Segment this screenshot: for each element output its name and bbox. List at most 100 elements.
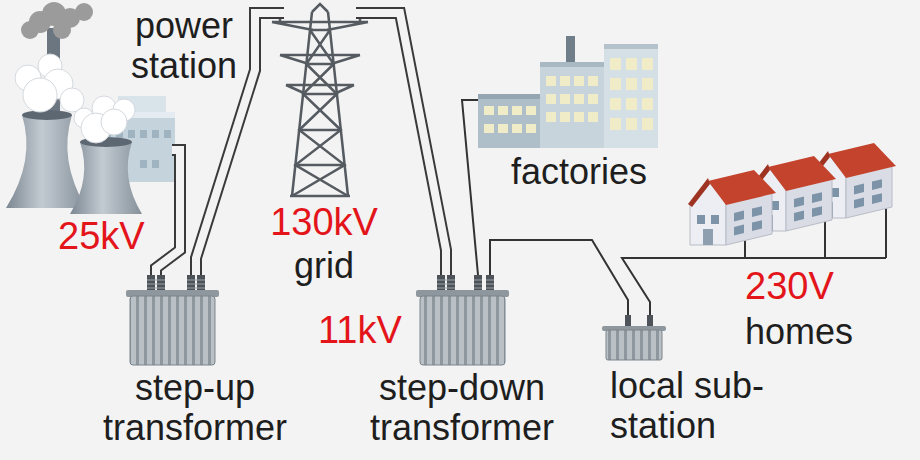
substation-picture bbox=[602, 315, 666, 360]
voltage-label: 130kV bbox=[266, 202, 382, 244]
power-station-picture-part-part bbox=[101, 109, 127, 135]
factories-picture-part bbox=[604, 44, 658, 49]
wire-line bbox=[156, 215, 180, 275]
homes-picture-part bbox=[688, 170, 776, 245]
power-station-picture-part-part bbox=[152, 160, 159, 168]
factories-picture-part bbox=[540, 62, 604, 67]
factories-picture-part-part bbox=[610, 118, 621, 130]
wire-line bbox=[490, 240, 628, 315]
factories: factories bbox=[472, 36, 662, 198]
power-station-picture-part-part bbox=[152, 130, 159, 138]
power-station-picture-part bbox=[172, 150, 180, 217]
factories-picture-part-part bbox=[526, 106, 536, 115]
power-station-picture-part-part bbox=[128, 130, 135, 138]
factories-picture-part-part bbox=[498, 124, 508, 133]
power-station: power station bbox=[3, 3, 248, 215]
pylon-wire-stubs-part bbox=[256, 7, 392, 19]
factories-picture-part bbox=[478, 94, 540, 148]
factories-picture-part bbox=[604, 44, 658, 148]
factories-picture-part-part bbox=[560, 76, 570, 86]
factories-picture-part-part bbox=[484, 106, 494, 115]
pylon-picture-part bbox=[280, 55, 360, 64]
step-up-transformer-picture-part bbox=[147, 280, 205, 288]
factories-picture-part-part bbox=[574, 112, 584, 122]
component-name: local sub-station bbox=[610, 366, 808, 445]
voltage-label: 230V bbox=[745, 266, 895, 308]
step-down-transformer-picture bbox=[416, 275, 509, 365]
factories-picture-part-part bbox=[546, 76, 556, 86]
factories-picture-part-part bbox=[560, 112, 570, 122]
power-station-picture-part-part bbox=[53, 21, 71, 39]
factories-picture-part bbox=[471, 99, 478, 101]
factories-picture-part-part bbox=[610, 78, 621, 90]
substation-picture-part bbox=[625, 315, 631, 327]
homes: 230Vhomes bbox=[686, 136, 898, 358]
pylon-picture-part bbox=[290, 30, 350, 196]
power-station-picture-part bbox=[70, 142, 142, 214]
factories-picture-part-part bbox=[588, 76, 598, 86]
power-station-picture-part bbox=[172, 150, 180, 217]
component-name: factories bbox=[500, 152, 658, 192]
factories-picture-part-part bbox=[626, 118, 637, 130]
factories-picture-part-part bbox=[626, 78, 637, 90]
step-up-transformer: step-up transformer bbox=[95, 275, 295, 453]
factories-picture-part-part bbox=[512, 106, 522, 115]
factories-picture-part-part bbox=[546, 94, 556, 104]
step-down-transformer-picture-part bbox=[420, 296, 505, 365]
supply-line bbox=[622, 258, 686, 315]
pylon-picture-part bbox=[280, 19, 360, 22]
supply-line bbox=[462, 100, 478, 275]
factories-picture-part-part bbox=[626, 58, 637, 70]
factories-picture-part bbox=[478, 94, 540, 99]
homes-picture bbox=[685, 143, 896, 258]
factories-picture-part-part bbox=[610, 58, 621, 70]
factories-picture-part-part bbox=[642, 78, 653, 90]
factories-picture-part-part bbox=[526, 124, 536, 133]
pylon-wire-stubs-part bbox=[256, 9, 392, 17]
substation-picture-part bbox=[647, 315, 653, 327]
pylon-picture-part bbox=[295, 30, 348, 196]
power-station-picture-part-part bbox=[140, 160, 147, 168]
pylon-picture-part bbox=[292, 30, 345, 196]
grid-pylon: 130kVgrid bbox=[262, 4, 386, 292]
factories-picture-part-part bbox=[642, 98, 653, 110]
step-down-transformer-picture-part bbox=[437, 280, 494, 288]
step-down-transformer: 11kVstep-down transformer bbox=[315, 275, 565, 453]
pylon-wire-stubs bbox=[256, 13, 392, 14]
voltage-label: 25kV bbox=[58, 216, 158, 258]
wire-line bbox=[622, 258, 686, 315]
power-station-picture-part bbox=[21, 2, 93, 39]
power-line bbox=[156, 215, 180, 275]
power-station-picture-part-part bbox=[164, 130, 171, 138]
component-name: step-down transformer bbox=[362, 368, 562, 447]
power-station-picture-part-part bbox=[23, 78, 57, 112]
step-up-transformer-picture bbox=[126, 275, 219, 365]
factories-picture-part-part bbox=[626, 98, 637, 110]
step-down-transformer-picture-part bbox=[437, 275, 494, 292]
factories-picture-part-part bbox=[588, 94, 598, 104]
factories-picture-part-part bbox=[642, 58, 653, 70]
factories-picture-part-part bbox=[498, 106, 508, 115]
factories-picture-part bbox=[566, 36, 575, 66]
factories-picture-part-part bbox=[484, 124, 494, 133]
pylon-picture bbox=[272, 4, 368, 196]
factories-picture-part-part bbox=[512, 124, 522, 133]
step-up-transformer-picture-part bbox=[147, 275, 205, 292]
power-line bbox=[386, 13, 446, 275]
power-station-picture-part-part bbox=[75, 3, 93, 21]
supply-line bbox=[490, 240, 628, 315]
factories-picture-part-part bbox=[546, 112, 556, 122]
step-up-transformer-picture-part bbox=[130, 296, 215, 365]
power-station-picture-part bbox=[15, 54, 135, 143]
component-name: step-up transformer bbox=[98, 368, 292, 447]
component-name: power station bbox=[123, 6, 245, 85]
component-name: homes bbox=[745, 312, 895, 352]
factories-picture-part-part bbox=[610, 98, 621, 110]
wire-line bbox=[462, 100, 478, 275]
pylon-picture-part bbox=[292, 4, 348, 196]
pylon-picture-part bbox=[286, 85, 354, 94]
power-station-picture-part bbox=[22, 110, 72, 120]
factories-picture bbox=[471, 36, 658, 148]
factories-picture-part bbox=[484, 58, 653, 133]
wire-line bbox=[156, 215, 180, 275]
